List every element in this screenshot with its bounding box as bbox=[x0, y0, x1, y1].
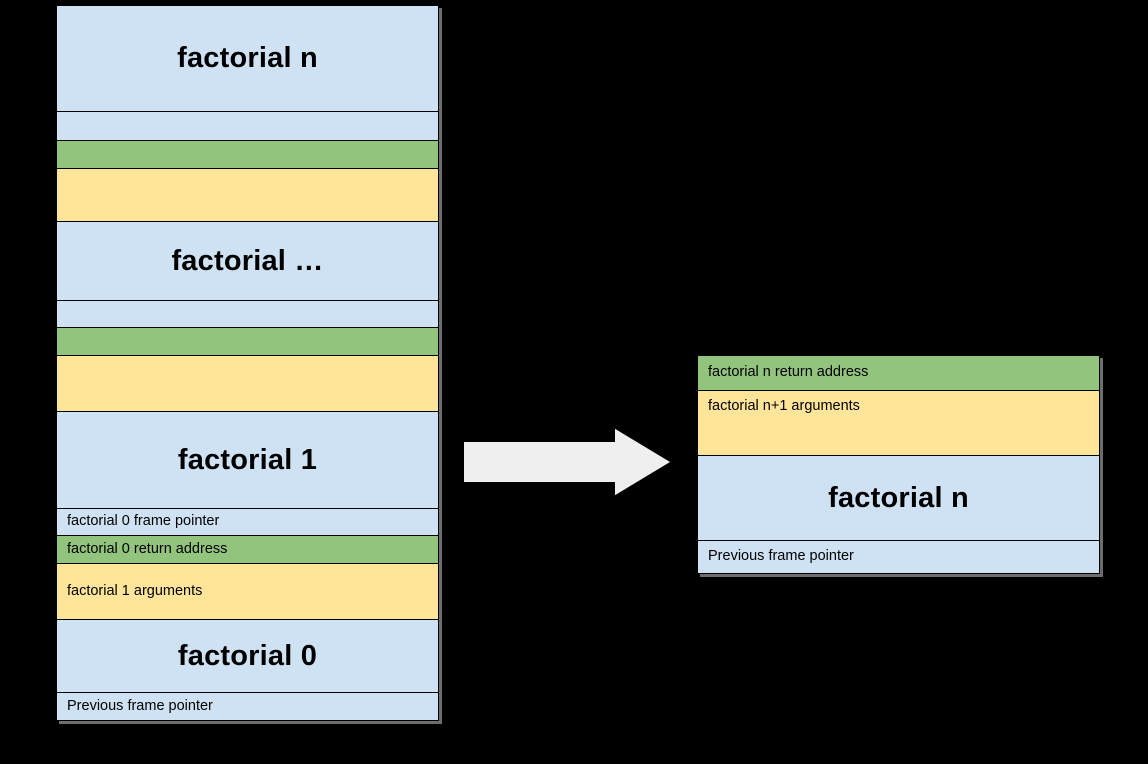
left-factorial-0-frame-label: factorial 0 bbox=[177, 639, 318, 672]
left-factorial-0-frame: factorial 0 bbox=[57, 620, 438, 693]
right-previous-frame-pointer: Previous frame pointer bbox=[698, 541, 1099, 573]
left-factorial-n-frame: factorial n bbox=[57, 6, 438, 112]
left-previous-frame-pointer: Previous frame pointer bbox=[57, 693, 438, 720]
call-stack-full: factorial n factorial … factorial 1 factori… bbox=[56, 5, 439, 721]
left-factorial-dots-return-address bbox=[57, 328, 438, 356]
left-factorial-dots-frame: factorial … bbox=[57, 222, 438, 301]
left-factorial-0-return-address: factorial 0 return address bbox=[57, 536, 438, 564]
left-factorial-0-return-address-label: factorial 0 return address bbox=[67, 540, 228, 557]
left-factorial-dots-frame-label: factorial … bbox=[171, 244, 324, 277]
left-factorial-n-frame-label: factorial n bbox=[177, 42, 318, 74]
left-factorial-n-arguments bbox=[57, 169, 438, 222]
right-factorial-n-plus-1-arguments-label: factorial n+1 arguments bbox=[708, 398, 860, 414]
left-factorial-n-frame-pointer bbox=[57, 112, 438, 141]
left-factorial-1-arguments-label: factorial 1 arguments bbox=[67, 582, 203, 599]
left-factorial-1-arguments: factorial 1 arguments bbox=[57, 564, 438, 620]
left-previous-frame-pointer-label: Previous frame pointer bbox=[67, 697, 213, 714]
arrow-right-icon bbox=[462, 425, 674, 499]
right-factorial-n-frame: factorial n bbox=[698, 456, 1099, 541]
left-factorial-0-frame-pointer-label: factorial 0 frame pointer bbox=[67, 513, 220, 530]
right-factorial-n-return-address-label: factorial n return address bbox=[708, 364, 869, 381]
left-factorial-n-return-address bbox=[57, 141, 438, 169]
right-factorial-n-frame-label: factorial n bbox=[828, 481, 969, 514]
left-factorial-dots-frame-pointer bbox=[57, 301, 438, 328]
left-factorial-1-frame-label: factorial 1 bbox=[177, 443, 318, 476]
left-factorial-0-frame-pointer: factorial 0 frame pointer bbox=[57, 509, 438, 536]
stack-frame-detail: factorial n return address factorial n+1 … bbox=[697, 355, 1100, 574]
right-factorial-n-return-address: factorial n return address bbox=[698, 356, 1099, 391]
right-factorial-n-plus-1-arguments: factorial n+1 arguments bbox=[698, 391, 1099, 456]
left-factorial-dots-arguments bbox=[57, 356, 438, 412]
transform-arrow bbox=[462, 425, 674, 499]
right-previous-frame-pointer-label: Previous frame pointer bbox=[708, 548, 854, 565]
left-factorial-1-frame: factorial 1 bbox=[57, 412, 438, 509]
